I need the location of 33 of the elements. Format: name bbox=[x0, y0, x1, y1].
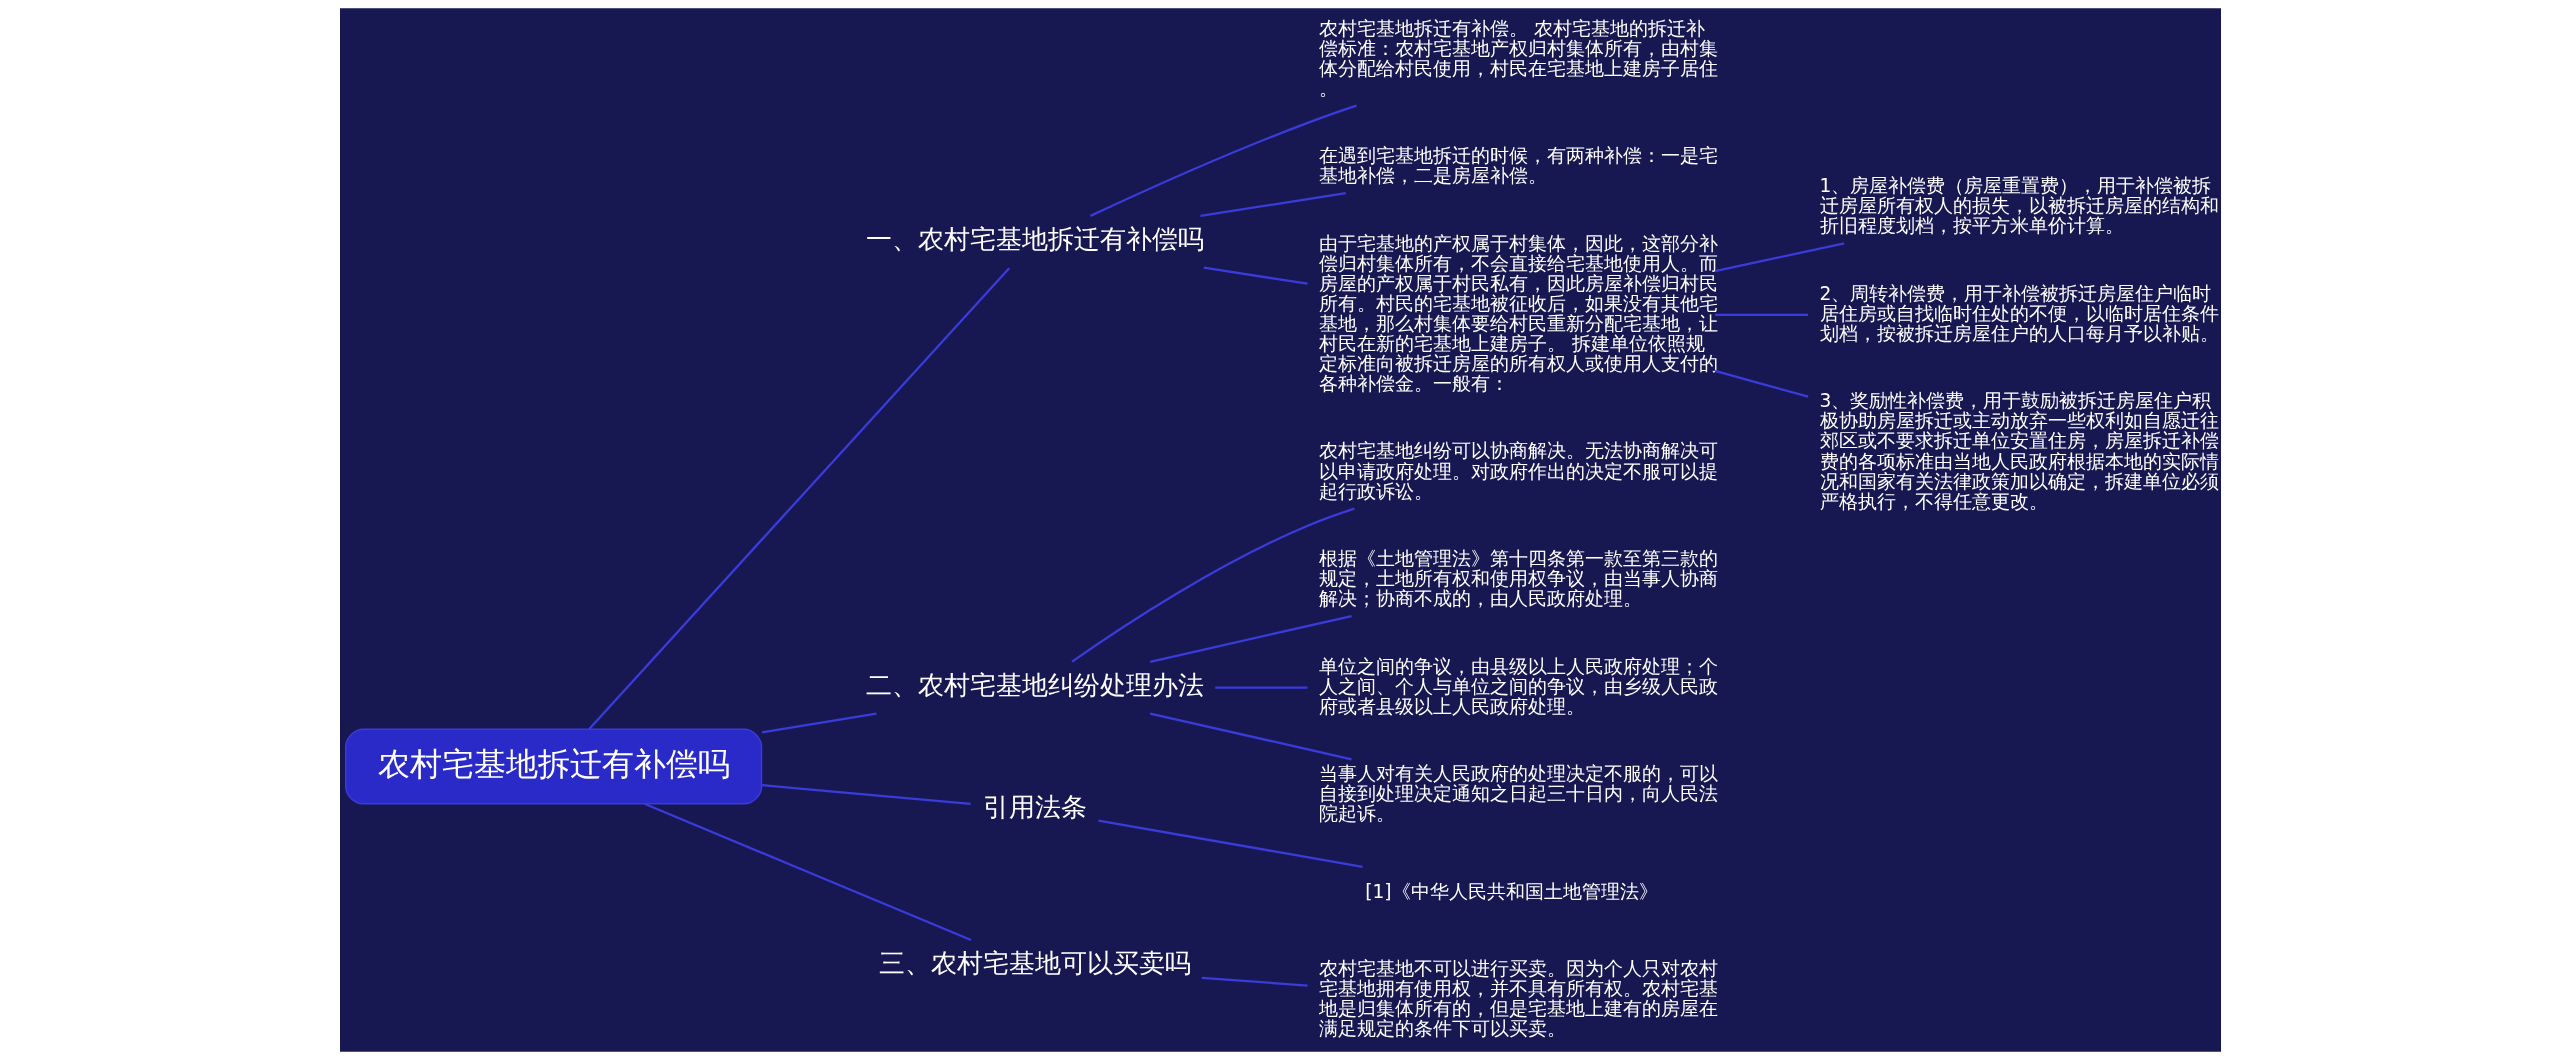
connector bbox=[587, 267, 1010, 730]
node-text: 当事人对有关人民政府的处理决定不服的，可以自接到处理决定通知之日起三十日内，向人民法院起诉。 bbox=[1318, 763, 1718, 825]
connector bbox=[1714, 242, 1844, 273]
connector bbox=[1070, 507, 1355, 663]
node-text: 根据《土地管理法》第十四条第一款至第三款的规定，土地所有权和使用权争议，由当事人协商解决；协商不成的，由人民政府处理。 bbox=[1318, 547, 1718, 610]
node-text: 由于宅基地的产权属于村集体，因此，这部分补偿归村集体所有，不会直接给宅基地使用人。而房屋的产权属于村民私有，因此房屋补偿归村民所有。村民的宅基地被征收后，如果没有其他宅基地，那么村集体要给村民重新分配宅基地，让村民在新的宅基地上建房子。 拆建单位依照规定标准向被拆迁房屋的所有权人或使用人支付的各种补偿金。一般有： bbox=[1318, 232, 1718, 395]
connector bbox=[1214, 686, 1307, 689]
node-text: 二、农村宅基地纠纷处理办法 bbox=[865, 670, 1204, 701]
node-box: 农村宅基地拆迁有补偿吗 bbox=[344, 728, 762, 805]
node-text: 农村宅基地不可以进行买卖。因为个人只对农村宅基地拥有使用权，并不具有所有权。农村宅基地是归集体所有的，但是宅基地上建有的房屋在满足规定的条件下可以买卖。 bbox=[1318, 958, 1718, 1040]
node-text: 1、房屋补偿费（房屋重置费），用于补偿被拆迁房屋所有权人的损失，以被拆迁房屋的结构和折旧程度划档，按平方米单价计算。 bbox=[1819, 175, 2219, 237]
node-text: 引用法条 bbox=[982, 791, 1087, 822]
connector bbox=[1201, 976, 1308, 987]
connector bbox=[1199, 191, 1346, 218]
node-text: 单位之间的争议，由县级以上人民政府处理；个人之间、个人与单位之间的争议，由乡级人民政府或者县级以上人民政府处理。 bbox=[1318, 655, 1718, 717]
node-text: 农村宅基地纠纷可以协商解决。无法协商解决可以申请政府处理。对政府作出的决定不服可以提起行政诉讼。 bbox=[1318, 440, 1718, 502]
connector bbox=[1149, 615, 1352, 663]
node-text: [1]《中华人民共和国土地管理法》 bbox=[1364, 880, 1658, 902]
connector bbox=[1714, 369, 1808, 398]
connector bbox=[1149, 712, 1352, 761]
node-text: 在遇到宅基地拆迁的时候，有两种补偿：一是宅基地补偿，二是房屋补偿。 bbox=[1318, 145, 1718, 187]
connector bbox=[1097, 819, 1363, 868]
connector bbox=[1203, 266, 1308, 285]
connector bbox=[761, 712, 877, 734]
node-text: 2、周转补偿费，用于补偿被拆迁房屋住户临时居住房或自找临时住处的不便，以临时居住条件划档，按被拆迁房屋住户的人口每月予以补贴。 bbox=[1819, 282, 2219, 344]
connector bbox=[1089, 104, 1357, 217]
node-text: 农村宅基地拆迁有补偿。 农村宅基地的拆迁补偿标准：农村宅基地产权归村集体所有，由村集体分配给村民使用，村民在宅基地上建房子居住。 bbox=[1318, 17, 1718, 99]
node-text: 三、农村宅基地可以买卖吗 bbox=[878, 948, 1191, 979]
connector bbox=[761, 784, 971, 806]
connector bbox=[644, 803, 971, 941]
node-text: 3、奖励性补偿费，用于鼓励被拆迁房屋住户积极协助房屋拆迁或主动放弃一些权利如自愿迁往郊区或不要求拆迁单位安置住房，房屋拆迁补偿费的各项标准由当地人民政府根据本地的实际情况和国家有关法律政策加以确定，拆建单位必须严格执行，不得任意更改。 bbox=[1819, 390, 2219, 512]
connector bbox=[1714, 313, 1808, 317]
node-text: 一、农村宅基地拆迁有补偿吗 bbox=[865, 224, 1204, 255]
